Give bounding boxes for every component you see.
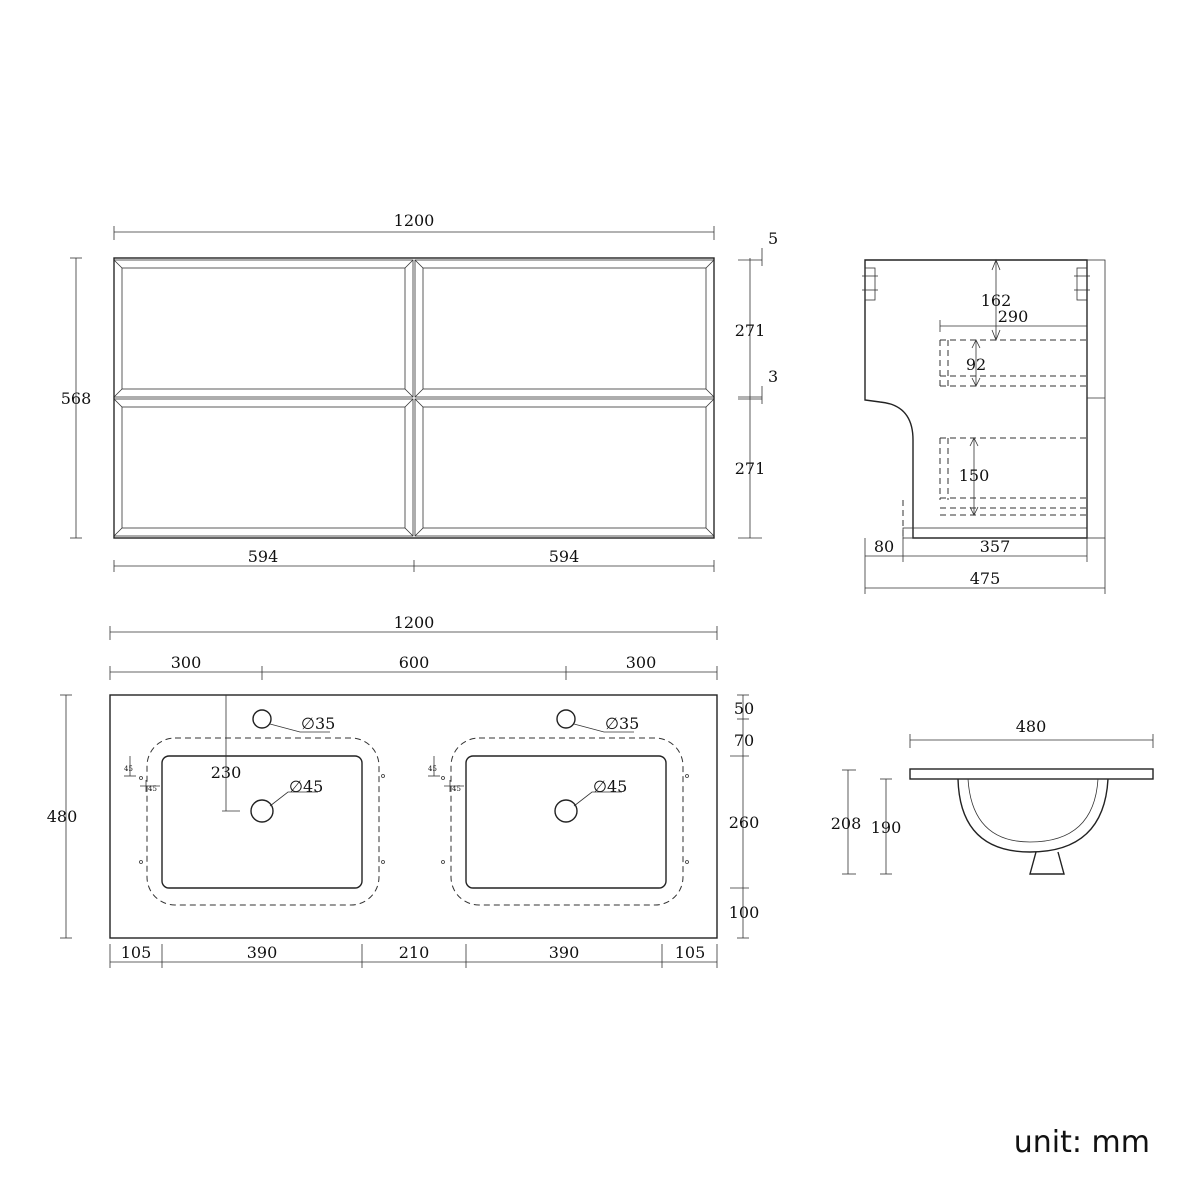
drawer-panel-bottom-right: [414, 398, 715, 537]
section-bowl: [957, 778, 1109, 853]
bottom-seg-2: 390: [247, 943, 278, 962]
corner-dims: [124, 756, 464, 792]
dim-front-bottom: [113, 560, 715, 572]
waste-offset-label: 230: [211, 763, 242, 782]
section-overall-height-label: 208: [831, 814, 862, 833]
unit-label: unit: mm: [1014, 1125, 1150, 1160]
tap-spacing-middle-label: 600: [399, 653, 430, 672]
upper-drawer-depth-label: 92: [966, 355, 986, 374]
dim-front-width: [113, 226, 715, 240]
rear-bracket-right: [1076, 267, 1088, 301]
panel-bevels: [113, 259, 715, 537]
fluted-face-bottom-left: [121, 406, 406, 529]
dim-section: [842, 734, 1154, 875]
right-waste-hole: [554, 799, 578, 823]
dim-side-top-offset: [991, 258, 1001, 342]
fluted-face-bottom-right: [422, 406, 707, 529]
edge-bottom-label: 100: [729, 903, 760, 922]
tap-spacing-left-label: 300: [171, 653, 202, 672]
side-top-offset-label: 162: [981, 291, 1012, 310]
hole-leaders: [222, 695, 634, 812]
panel-right-width-label: 594: [549, 547, 580, 566]
dim-side-bottom: [864, 538, 1106, 594]
side-view: 162 290 92 150 80 357 475: [862, 258, 1106, 594]
fluted-face-top-left: [121, 267, 406, 390]
corner-dim-a: 45: [124, 765, 133, 773]
section-drain: [1029, 851, 1065, 875]
right-bowl-dashed: [450, 737, 684, 906]
dim-front-height: [70, 257, 82, 539]
dim-side-inner-width: [939, 320, 1088, 332]
dim-lower-drawer: [969, 437, 979, 516]
front-height-label: 568: [61, 389, 92, 408]
right-bowl: [465, 755, 667, 889]
drawer-top-height-label: 271: [735, 321, 766, 340]
corner-dim-d: 45: [452, 785, 461, 793]
dim-plan-top: [109, 626, 718, 680]
side-front-strip: [1086, 259, 1106, 539]
section-width-label: 480: [1016, 717, 1047, 736]
panel-left-width-label: 594: [248, 547, 279, 566]
drawer-gap-label: 3: [768, 367, 778, 386]
front-view: 1200 568 5 271 3 271 594 594: [61, 211, 778, 572]
rear-offset-label: 80: [874, 537, 894, 556]
corner-dim-c: 45: [428, 765, 437, 773]
left-tap-hole-label: ∅35: [301, 714, 335, 733]
side-inner-width-label: 290: [998, 307, 1029, 326]
left-bowl-dashed: [146, 737, 380, 906]
edge-top-label: 50: [734, 699, 754, 718]
basin-plan: ∅35 ∅45 ∅35 ∅45 230 45 45 45 45 1200 300…: [47, 613, 760, 968]
plan-depth-label: 480: [47, 807, 78, 826]
tap-to-bowl-label: 70: [734, 731, 754, 750]
lower-drawer-dashed: [939, 437, 1087, 516]
dim-plan-depth: [60, 694, 72, 939]
drawer-bottom-height-label: 271: [735, 459, 766, 478]
bowl-depth-label: 260: [729, 813, 760, 832]
cabinet-outline: [113, 257, 715, 539]
drawer-panel-top-left: [113, 259, 414, 398]
left-bowl: [161, 755, 363, 889]
bottom-seg-5: 105: [675, 943, 706, 962]
front-width-label: 1200: [394, 211, 435, 230]
bottom-seg-1: 105: [121, 943, 152, 962]
plan-width-label: 1200: [394, 613, 435, 632]
dim-front-right: [738, 248, 763, 539]
left-waste-hole-label: ∅45: [289, 777, 323, 796]
basin-section: 480 208 190: [831, 717, 1154, 875]
corner-dim-b: 45: [148, 785, 157, 793]
dim-upper-drawer: [971, 339, 981, 387]
section-bowl-height-label: 190: [871, 818, 902, 837]
rear-bracket-left: [864, 267, 876, 301]
bottom-seg-3: 210: [399, 943, 430, 962]
side-body-outline: [864, 259, 1088, 539]
base-depth-label: 357: [980, 537, 1011, 556]
fluted-face-top-right: [422, 267, 707, 390]
top-gap-label: 5: [768, 229, 778, 248]
section-top-slab: [909, 768, 1154, 780]
bottom-seg-4: 390: [549, 943, 580, 962]
upper-drawer-dashed: [939, 339, 1087, 387]
right-tap-hole-label: ∅35: [605, 714, 639, 733]
countertop-outline: [109, 694, 718, 939]
drawer-panel-top-right: [414, 259, 715, 398]
right-tap-hole: [556, 709, 576, 729]
drawer-panel-bottom-left: [113, 398, 414, 537]
left-tap-hole: [252, 709, 272, 729]
tap-spacing-right-label: 300: [626, 653, 657, 672]
left-waste-hole: [250, 799, 274, 823]
total-depth-label: 475: [970, 569, 1001, 588]
right-waste-hole-label: ∅45: [593, 777, 627, 796]
dim-plan-bottom: [109, 944, 718, 968]
dim-plan-right: [730, 694, 749, 939]
lower-drawer-depth-label: 150: [959, 466, 990, 485]
